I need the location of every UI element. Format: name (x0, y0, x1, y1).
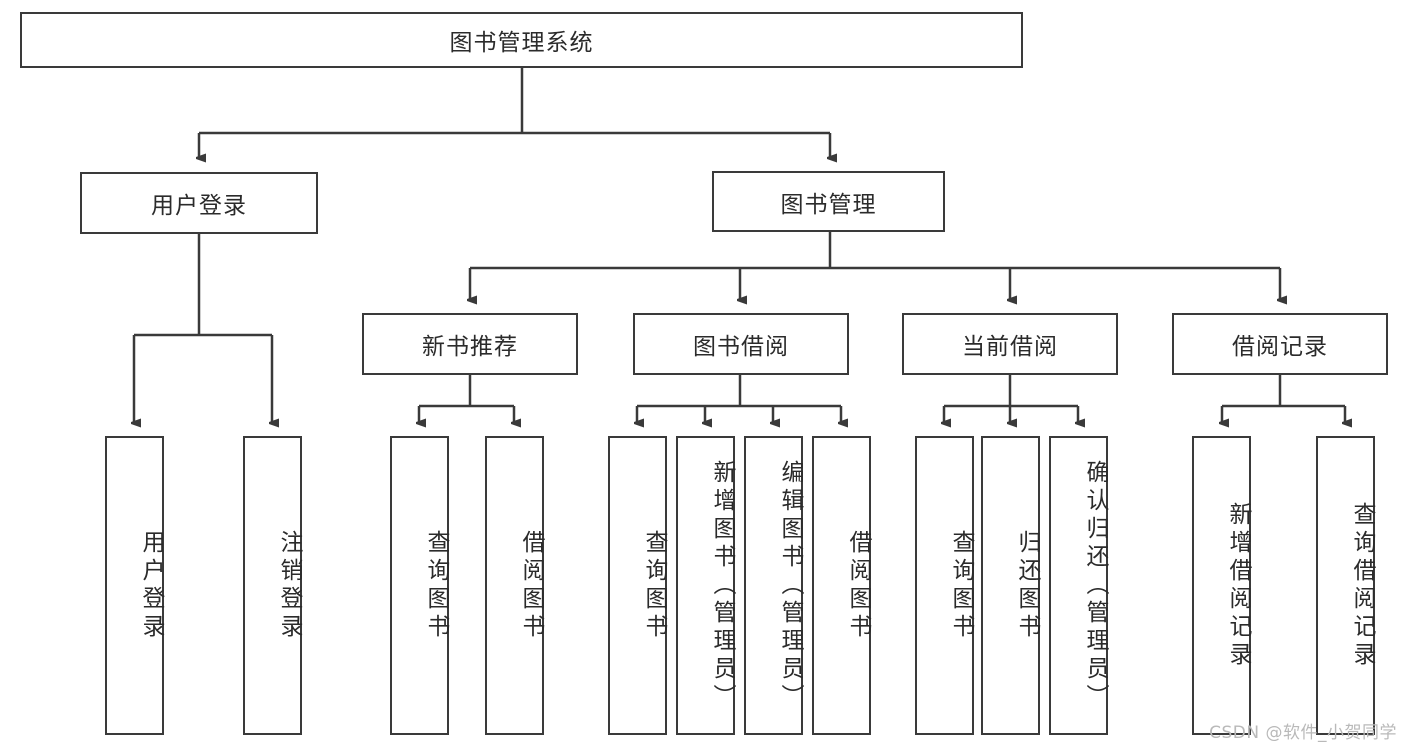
node-new-book-recommendation-label: 新书推荐 (422, 334, 518, 360)
node-new-book-recommendation[interactable]: 新书推荐 (362, 313, 578, 375)
leaf-query-borrow-record[interactable]: 查询借阅记录 (1316, 436, 1375, 735)
node-user-login-label: 用户登录 (151, 193, 247, 219)
node-current-borrowing[interactable]: 当前借阅 (902, 313, 1118, 375)
leaf-add-borrow-record-label: 新增借阅记录 (1225, 501, 1251, 670)
leaf-confirm-return-admin[interactable]: 确认归还（管理员） (1049, 436, 1108, 735)
root-node-library-management-system[interactable]: 图书管理系统 (20, 12, 1023, 68)
leaf-user-login[interactable]: 用户登录 (105, 436, 164, 735)
node-book-borrowing-label: 图书借阅 (693, 334, 789, 360)
leaf-query-book-recommend-label: 查询图书 (423, 529, 449, 642)
leaf-borrow-book-recommend-label: 借阅图书 (518, 529, 544, 642)
node-book-management-label: 图书管理 (780, 191, 877, 218)
leaf-borrow-book-borrowing-label: 借阅图书 (845, 529, 871, 642)
node-book-borrowing[interactable]: 图书借阅 (633, 313, 849, 375)
leaf-query-book-borrowing-label: 查询图书 (641, 529, 667, 642)
leaf-add-borrow-record[interactable]: 新增借阅记录 (1192, 436, 1251, 735)
leaf-query-book-recommend[interactable]: 查询图书 (390, 436, 449, 735)
leaf-query-book-current[interactable]: 查询图书 (915, 436, 974, 735)
leaf-user-login-label: 用户登录 (138, 529, 164, 642)
node-current-borrowing-label: 当前借阅 (962, 334, 1058, 360)
node-borrow-records-label: 借阅记录 (1232, 334, 1328, 360)
leaf-add-book-admin[interactable]: 新增图书（管理员） (676, 436, 735, 735)
leaf-return-book[interactable]: 归还图书 (981, 436, 1040, 735)
leaf-confirm-return-admin-label: 确认归还（管理员） (1082, 459, 1108, 712)
leaf-add-book-admin-label: 新增图书（管理员） (709, 459, 735, 712)
node-book-management[interactable]: 图书管理 (712, 171, 945, 232)
root-node-label: 图书管理系统 (449, 30, 594, 56)
leaf-borrow-book-borrowing[interactable]: 借阅图书 (812, 436, 871, 735)
leaf-query-book-current-label: 查询图书 (948, 529, 974, 642)
leaf-query-borrow-record-label: 查询借阅记录 (1349, 501, 1375, 670)
csdn-watermark: CSDN @软件_小贺同学 (1209, 723, 1397, 743)
leaf-logout[interactable]: 注销登录 (243, 436, 302, 735)
leaf-borrow-book-recommend[interactable]: 借阅图书 (485, 436, 544, 735)
leaf-return-book-label: 归还图书 (1014, 529, 1040, 642)
node-borrow-records[interactable]: 借阅记录 (1172, 313, 1388, 375)
leaf-edit-book-admin[interactable]: 编辑图书（管理员） (744, 436, 803, 735)
leaf-edit-book-admin-label: 编辑图书（管理员） (777, 459, 803, 712)
leaf-logout-label: 注销登录 (276, 529, 302, 642)
leaf-query-book-borrowing[interactable]: 查询图书 (608, 436, 667, 735)
node-user-login[interactable]: 用户登录 (80, 172, 318, 234)
